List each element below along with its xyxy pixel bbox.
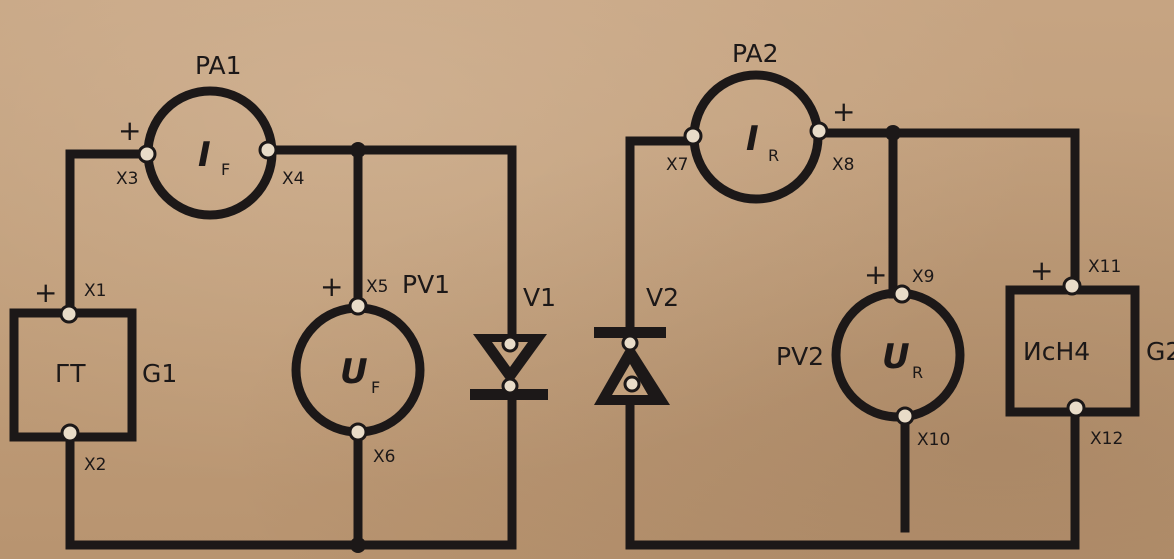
wire-x7-to-v2 (625, 136, 698, 338)
source-g2-inner-text: ИсН4 (1023, 337, 1090, 366)
diode-v2-bar (594, 327, 666, 338)
junction-bottom-left (350, 537, 366, 553)
diode-v1-label: V1 (523, 283, 556, 312)
ammeter-pa2-plus: + (832, 95, 855, 128)
terminal-x6 (348, 422, 368, 442)
terminal-v1-top (501, 335, 519, 353)
ammeter-pa2-symbol: I (746, 119, 759, 159)
wire-bottom-rail-left (65, 383, 517, 550)
terminal-x2-label: X2 (84, 455, 106, 475)
terminal-x2 (60, 423, 80, 443)
terminal-v1-bottom (501, 377, 519, 395)
terminal-x8-label: X8 (832, 155, 854, 175)
terminal-x12 (1066, 398, 1086, 418)
terminal-x5-label: X5 (366, 277, 388, 297)
terminal-x11-label: X11 (1088, 257, 1121, 277)
junction-top-right (885, 125, 901, 141)
forward-bias-circuit: ГТ G1 + I F PA1 + U F PV1 + V1 X3 X4 X1 … (9, 51, 556, 553)
terminal-x12-label: X12 (1090, 429, 1123, 449)
ammeter-pa2-subscript: R (768, 146, 779, 165)
terminal-x1-label: X1 (84, 281, 106, 301)
source-g2-plus: + (1030, 254, 1053, 287)
ammeter-pa1-label: PA1 (195, 51, 241, 80)
wire-bottom-rail-right (625, 383, 1080, 550)
source-g2-label: G2 (1146, 337, 1174, 366)
terminal-x10-label: X10 (917, 430, 950, 450)
terminal-x5 (348, 296, 368, 316)
terminal-x10 (895, 406, 915, 426)
wire-x4-top-rail (263, 145, 517, 338)
voltmeter-pv1-plus: + (320, 270, 343, 303)
terminal-x8 (809, 121, 829, 141)
terminal-x3-label: X3 (116, 169, 138, 189)
voltmeter-pv2-symbol: U (882, 337, 910, 377)
source-g1-plus: + (34, 276, 57, 309)
voltmeter-pv1-symbol: U (340, 352, 368, 392)
ammeter-pa1-symbol: I (198, 135, 211, 175)
diode-v1-bar (470, 389, 548, 400)
reverse-bias-circuit: ИсН4 G2 + I R PA2 + U R PV2 + V2 X7 X8 X… (594, 39, 1174, 550)
terminal-x9-label: X9 (912, 267, 934, 287)
terminal-x11 (1062, 276, 1082, 296)
ammeter-pa1-plus: + (118, 114, 141, 147)
source-g1-label: G1 (142, 359, 177, 388)
terminal-x9 (892, 284, 912, 304)
ammeter-pa2-label: PA2 (732, 39, 778, 68)
terminal-x7 (683, 126, 703, 146)
terminal-v2-top (621, 334, 639, 352)
terminal-x1 (59, 304, 79, 324)
diode-v1-triangle-inner (492, 342, 528, 367)
terminal-v2-bottom (623, 375, 641, 393)
wire-x3-to-x1 (65, 149, 152, 317)
terminal-x3 (137, 144, 157, 164)
voltmeter-pv2-subscript: R (912, 363, 923, 382)
terminal-x6-label: X6 (373, 447, 395, 467)
ammeter-pa1-subscript: F (221, 160, 230, 179)
source-g1-inner-text: ГТ (55, 359, 86, 388)
voltmeter-pv2-plus: + (864, 258, 887, 291)
wire-x8-top-rail (814, 128, 1080, 290)
terminal-x7-label: X7 (666, 155, 688, 175)
junction-top-left (350, 142, 366, 158)
terminal-x4 (258, 140, 278, 160)
voltmeter-pv2-label: PV2 (776, 342, 824, 371)
voltmeter-pv1-subscript: F (371, 378, 380, 397)
diode-v2-label: V2 (646, 283, 679, 312)
terminal-x4-label: X4 (282, 169, 304, 189)
voltmeter-pv1-label: PV1 (402, 270, 450, 299)
